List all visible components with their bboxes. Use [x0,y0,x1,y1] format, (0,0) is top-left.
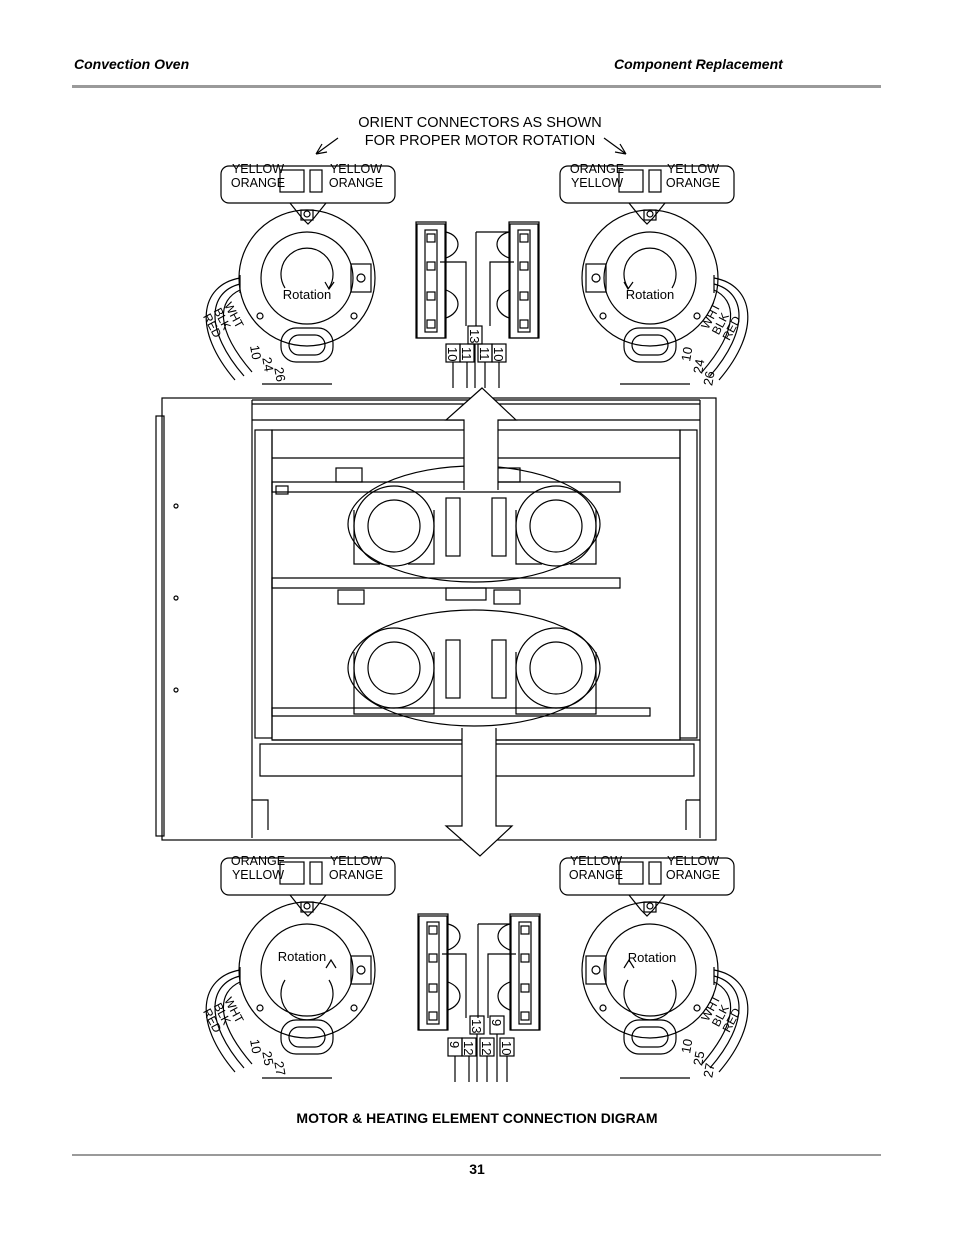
header-title-left: Convection Oven [74,56,190,72]
conn-label: YELLOW [570,854,622,868]
terminal-label: 11 [459,347,474,361]
wire-number: 10 [678,1038,695,1055]
wire-number: 24 [259,356,276,373]
terminal-label: 9 [489,1019,504,1026]
header-title-right: Component Replacement [614,56,783,72]
wire-number: 27 [271,1060,288,1077]
terminal-label: 9 [447,1041,462,1048]
conn-label: ORANGE [569,868,623,882]
rotation-label: Rotation [278,949,326,964]
terminal-label: 10 [499,1041,514,1055]
terminal-label: 12 [479,1041,494,1055]
wire-number: 27 [700,1062,717,1079]
terminal-label: 10 [491,347,506,361]
rotation-label: Rotation [628,950,676,965]
rotation-arrow-icon [280,247,334,289]
conn-label: YELLOW [330,854,382,868]
conn-label: YELLOW [232,868,284,882]
wire-number: 10 [678,346,695,363]
header-rule [72,85,881,88]
conn-label: ORANGE [329,868,383,882]
conn-label: YELLOW [571,176,623,190]
wire-number: 24 [690,358,707,375]
conn-label: YELLOW [667,162,719,176]
element-terminals-top: 13 10 11 11 10 [415,221,540,388]
oven-chassis [155,397,717,841]
terminal-label: 10 [445,347,460,361]
motor-bottom-left: ORANGE YELLOW YELLOW ORANGE Rotation WHT… [200,854,396,1079]
wire-number: 25 [259,1050,276,1067]
rotation-label: Rotation [283,287,331,302]
down-arrow-icon [444,728,514,857]
up-arrow-icon [444,387,518,490]
page-number: 31 [469,1161,485,1177]
conn-label: ORANGE [666,868,720,882]
conn-label: YELLOW [667,854,719,868]
arrow-left-icon [315,137,339,155]
terminal-label: 12 [461,1041,476,1055]
conn-label: ORANGE [666,176,720,190]
motor-top-right: ORANGE YELLOW YELLOW ORANGE Rotation WHT… [559,162,749,387]
conn-label: YELLOW [232,162,284,176]
conn-label: ORANGE [231,176,285,190]
figure-caption: MOTOR & HEATING ELEMENT CONNECTION DIGRA… [296,1110,658,1126]
wire-number: 26 [271,366,288,383]
wire-number: 26 [700,370,717,387]
motor-bottom-right: YELLOW ORANGE YELLOW ORANGE Rotation WHT… [559,854,749,1079]
terminal-label: 13 [469,1019,484,1033]
element-terminals-bottom: 13 9 9 12 12 10 [417,913,541,1082]
wire-number: 10 [247,1038,264,1055]
rotation-label: Rotation [626,287,674,302]
rotation-arrow-icon [623,247,677,289]
conn-label: ORANGE [231,854,285,868]
motor-top-left: YELLOW ORANGE YELLOW ORANGE Rotation WHT… [200,162,396,385]
conn-label: ORANGE [329,176,383,190]
wire-number: 10 [247,344,264,361]
conn-label: ORANGE [570,162,624,176]
footer-rule [72,1154,881,1156]
rotation-arrow-icon [280,979,334,1021]
arrow-right-icon [603,137,627,155]
rotation-arrow-icon [623,979,677,1021]
notice-line-1: ORIENT CONNECTORS AS SHOWN [358,115,602,131]
terminal-label: 11 [477,347,492,361]
conn-label: YELLOW [330,162,382,176]
wire-number: 25 [690,1050,707,1067]
terminal-label: 13 [467,329,482,343]
notice-line-2: FOR PROPER MOTOR ROTATION [365,133,595,149]
